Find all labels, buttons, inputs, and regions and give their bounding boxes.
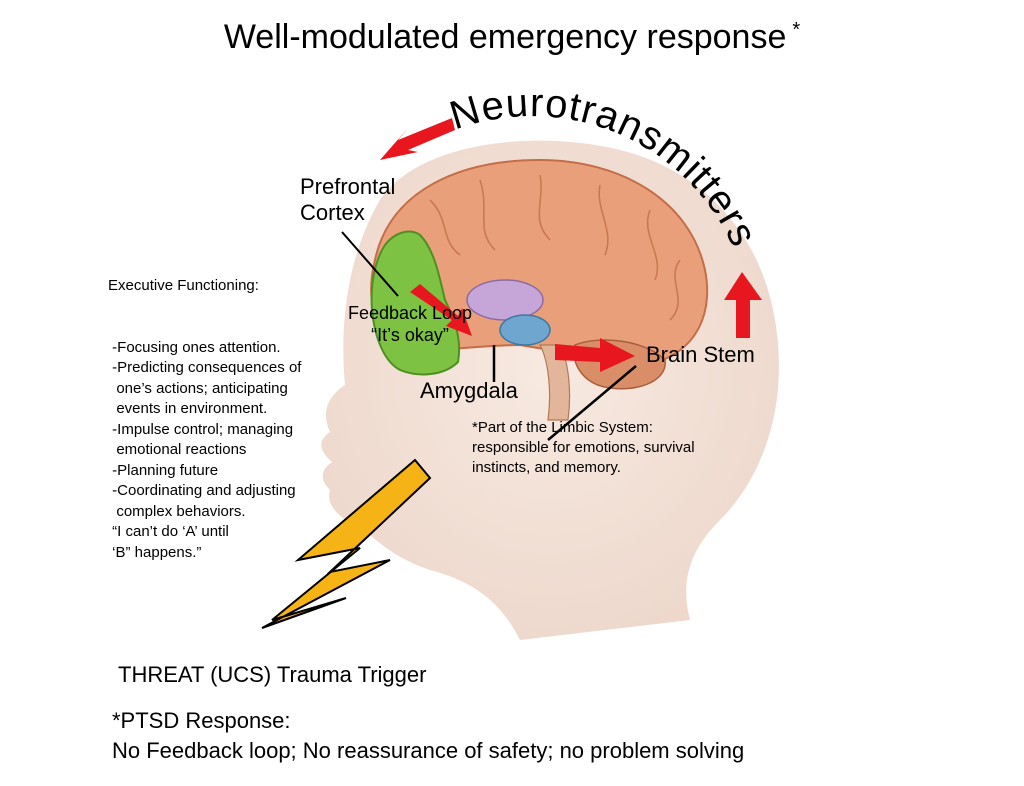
- executive-item: -Planning future: [108, 461, 219, 479]
- executive-functioning-block: Executive Functioning: -Focusing ones at…: [108, 235, 301, 584]
- prefrontal-label-line2: Cortex: [300, 200, 365, 225]
- brain-stem-label: Brain Stem: [646, 342, 755, 367]
- title-text: Well-modulated emergency response: [223, 18, 787, 56]
- executive-heading: Executive Functioning:: [108, 277, 259, 294]
- limbic-leader-line: [547, 365, 637, 441]
- prefrontal-cortex-region: [370, 230, 461, 376]
- amygdala-region: [499, 314, 551, 346]
- feedback-loop-line1: Feedback Loop: [347, 303, 473, 323]
- executive-item: emotional reactions: [108, 441, 247, 458]
- feedback-arrow: [410, 284, 472, 336]
- thalamus-region: [466, 279, 544, 321]
- brain-gyri: [429, 174, 681, 321]
- ptsd-heading: *PTSD Response:: [112, 708, 291, 733]
- lightning-bolt-icon: [261, 458, 432, 629]
- executive-item: events in environment.: [108, 400, 268, 417]
- feedback-loop-label: Feedback Loop “It’s okay”: [330, 302, 490, 346]
- executive-item: ‘B” happens.”: [108, 543, 202, 561]
- executive-item: -Coordinating and adjusting: [108, 482, 296, 499]
- amygdala-label: Amygdala: [420, 378, 518, 403]
- limbic-note-line: instincts, and memory.: [472, 459, 621, 476]
- executive-item: one’s actions; anticipating: [108, 379, 288, 397]
- neurotransmitter-arrow-up: [724, 272, 762, 338]
- executive-item: “I can’t do ‘A’ until: [108, 523, 229, 540]
- executive-item: -Impulse control; managing: [108, 420, 294, 438]
- threat-label: THREAT (UCS) Trauma Trigger: [118, 662, 427, 687]
- prefrontal-label-line1: Prefrontal: [300, 174, 396, 199]
- ptsd-response: *PTSD Response: No Feedback loop; No rea…: [112, 706, 744, 766]
- neurotransmitter-arrow-left: [380, 118, 455, 160]
- limbic-note-line: responsible for emotions, survival: [472, 439, 695, 456]
- prefrontal-label: Prefrontal Cortex: [300, 174, 395, 226]
- executive-item: -Focusing ones attention.: [108, 338, 281, 356]
- executive-item: -Predicting consequences of: [108, 359, 302, 376]
- feedback-loop-line2: “It’s okay”: [371, 325, 449, 345]
- executive-item: complex behaviors.: [108, 502, 246, 520]
- limbic-system-note: *Part of the Limbic System: responsible f…: [472, 418, 695, 478]
- executive-list: -Focusing ones attention. -Predicting co…: [108, 338, 301, 564]
- brain-stem-arrow: [555, 338, 635, 372]
- page-title: Well-modulated emergency response*: [0, 18, 1024, 57]
- limbic-note-line: *Part of the Limbic System:: [472, 419, 653, 436]
- ptsd-text: No Feedback loop; No reassurance of safe…: [112, 738, 745, 763]
- title-asterisk: *: [792, 18, 801, 41]
- prefrontal-leader-line: [341, 231, 399, 297]
